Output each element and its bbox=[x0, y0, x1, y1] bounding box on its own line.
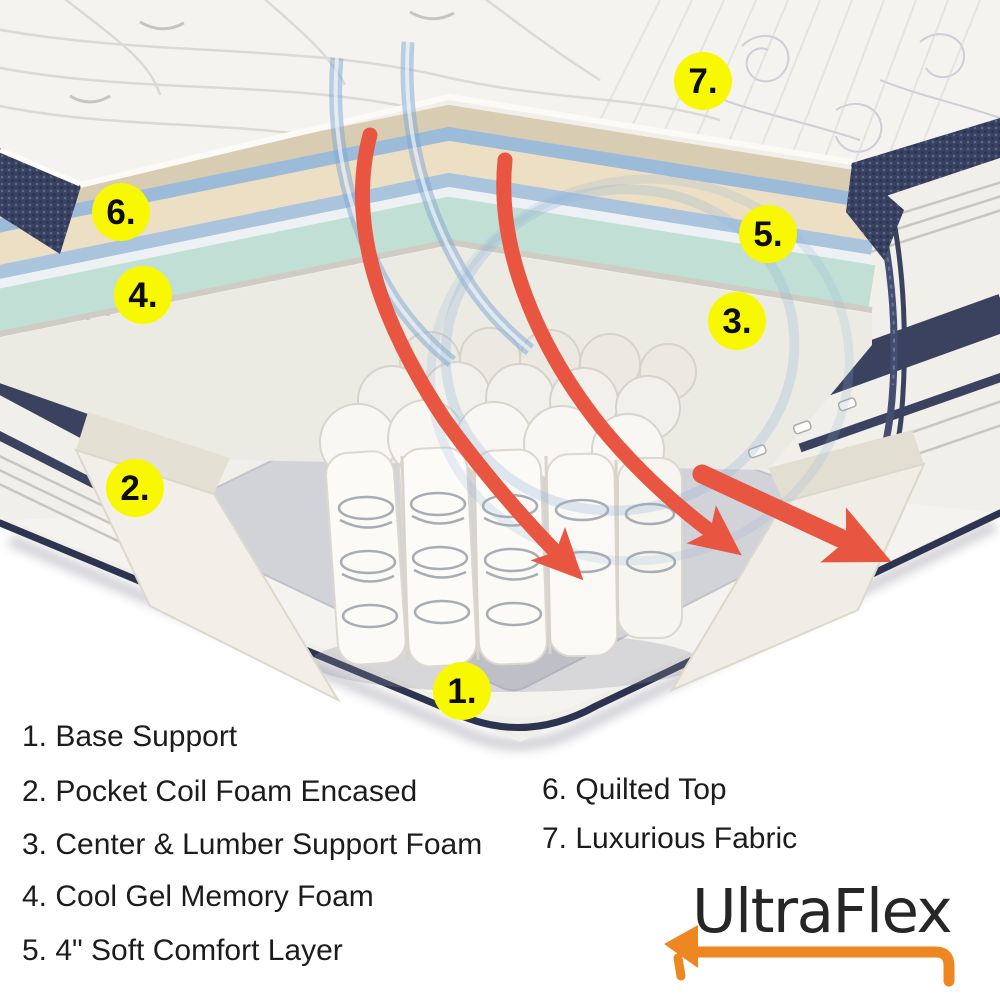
legend-item-5: 5. 4" Soft Comfort Layer bbox=[22, 934, 343, 967]
svg-text:5.: 5. bbox=[753, 215, 782, 254]
quilt-cut-edge bbox=[79, 94, 853, 188]
gel-stripe-lower bbox=[0, 173, 874, 280]
ground-shadow bbox=[7, 519, 998, 751]
legend-item-6: 6. Quilted Top bbox=[542, 773, 727, 806]
marker-5: 5. bbox=[739, 205, 797, 263]
airflow-arrow-middle bbox=[496, 152, 742, 556]
marker-1: 1. bbox=[433, 662, 491, 720]
vent-holes bbox=[747, 397, 857, 459]
legend-item-2: 2. Pocket Coil Foam Encased bbox=[22, 775, 417, 808]
marker-2: 2. bbox=[106, 459, 164, 517]
marker-6: 6. bbox=[92, 183, 150, 241]
quilt-left-edge bbox=[0, 147, 81, 187]
border-tape-corner bbox=[846, 164, 904, 260]
legend-item-4: 4. Cool Gel Memory Foam bbox=[22, 880, 374, 913]
border-tape-left bbox=[0, 146, 82, 254]
legend: 1. Base Support 2. Pocket Coil Foam Enca… bbox=[22, 720, 797, 967]
legend-item-7: 7. Luxurious Fabric bbox=[542, 822, 797, 855]
airflow-arrows-red bbox=[354, 127, 892, 581]
quilt-trim-layer bbox=[0, 105, 874, 220]
quilted-top bbox=[0, 0, 1000, 185]
legend-item-3: 3. Center & Lumber Support Foam bbox=[22, 828, 482, 861]
svg-text:1.: 1. bbox=[447, 672, 476, 711]
callout-markers: 1. 2. 3. 4. 5. 6. 7. bbox=[92, 52, 797, 720]
svg-text:4.: 4. bbox=[128, 276, 157, 315]
marker-4: 4. bbox=[114, 266, 172, 324]
svg-text:6.: 6. bbox=[106, 193, 135, 232]
white-transition-layer bbox=[0, 187, 873, 290]
svg-text:2.: 2. bbox=[120, 469, 149, 508]
svg-text:3.: 3. bbox=[722, 302, 751, 341]
marker-3: 3. bbox=[708, 292, 766, 350]
airflow-arrow-right bbox=[692, 464, 892, 563]
legend-item-1: 1. Base Support bbox=[22, 720, 238, 753]
svg-text:7.: 7. bbox=[688, 62, 717, 101]
brand-logo-text: UltraFlex bbox=[692, 876, 951, 947]
marker-7: 7. bbox=[674, 52, 732, 110]
quilt-texture bbox=[0, 0, 1000, 181]
pocket-coil-block bbox=[310, 327, 700, 692]
airflow-arrow-left bbox=[354, 127, 584, 581]
brand-logo-arrow-icon bbox=[664, 925, 955, 987]
brand-logo: UltraFlex bbox=[664, 876, 955, 987]
border-tape-right bbox=[850, 116, 1000, 202]
